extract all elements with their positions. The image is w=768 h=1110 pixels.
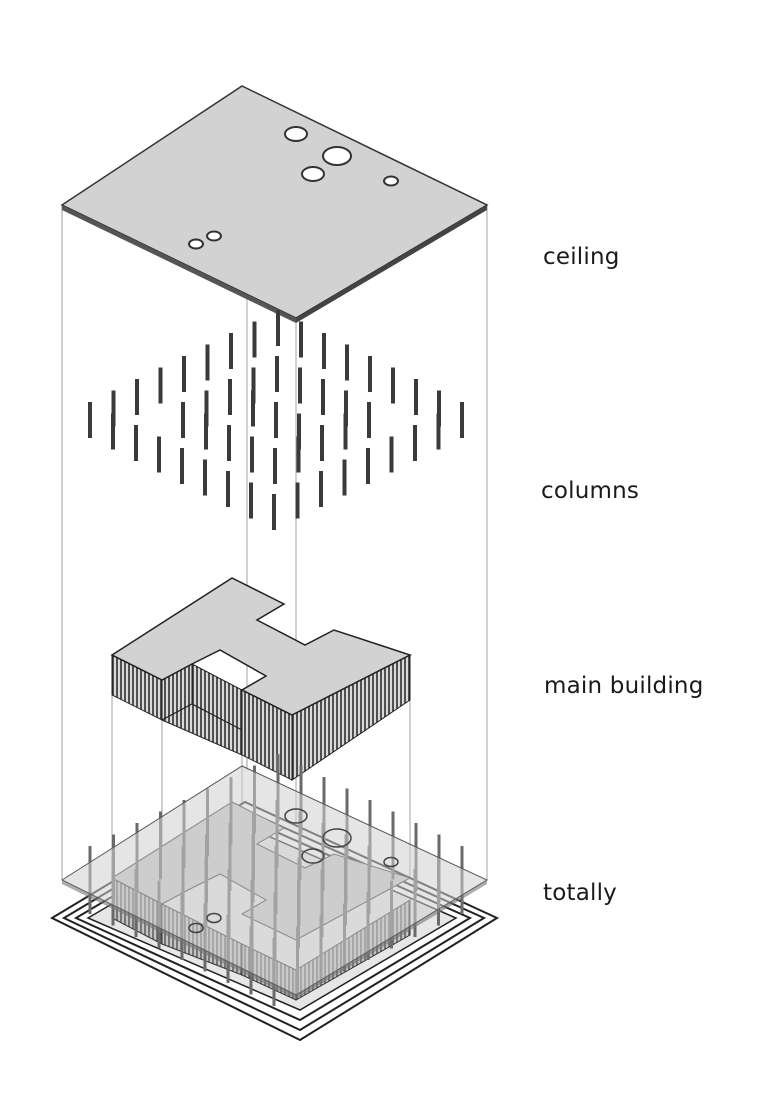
label-ceiling: ceiling — [543, 244, 620, 270]
label-main-building: main building — [544, 673, 704, 699]
main-building — [110, 577, 412, 781]
columns-grid — [88, 310, 464, 530]
label-totally: totally — [543, 880, 617, 906]
ceiling-slab — [60, 85, 489, 323]
label-columns: columns — [541, 478, 640, 504]
ceiling-openings — [188, 126, 399, 250]
totally-assembly — [49, 754, 500, 1042]
